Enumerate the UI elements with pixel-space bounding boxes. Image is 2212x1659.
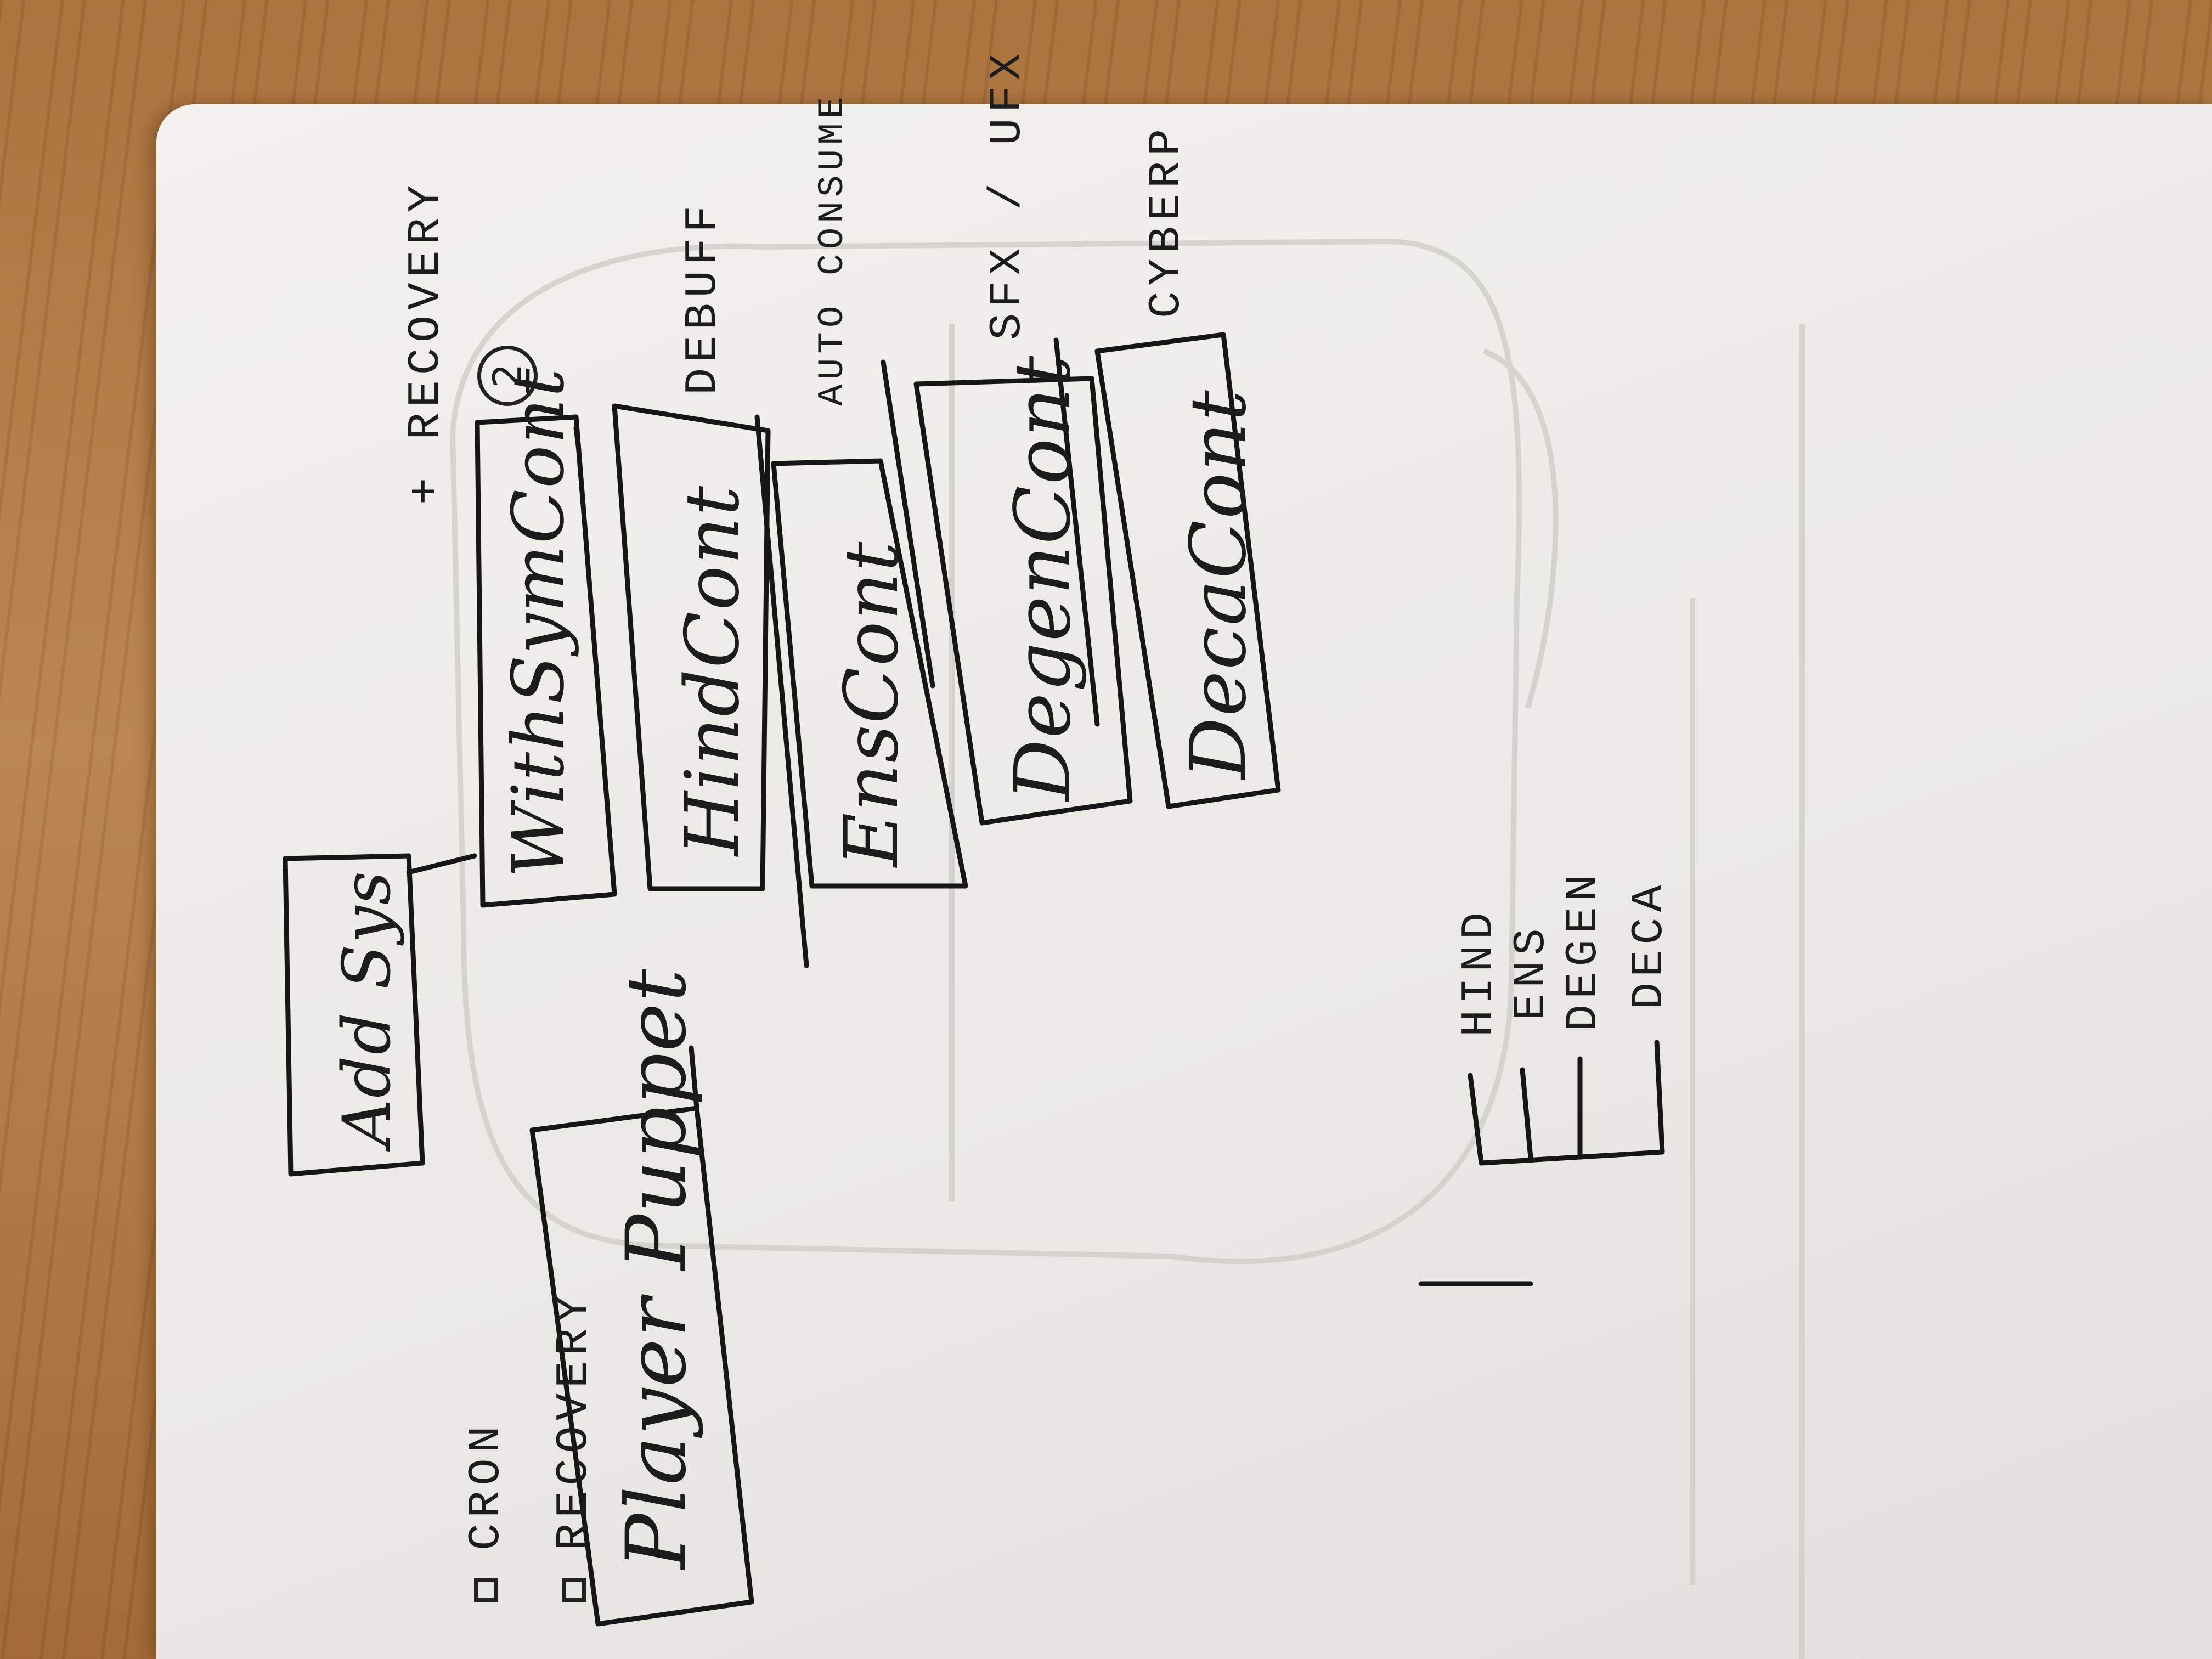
- cyberp-note: CYBERP: [1141, 123, 1192, 318]
- degencont-label: DegenCont: [998, 354, 1088, 801]
- withsymcont-label: WithSymCont: [496, 367, 580, 878]
- degencont-box: [913, 376, 1133, 826]
- branch-spine: [1479, 1149, 1665, 1166]
- checklist-item-cron: CRON: [461, 1420, 512, 1602]
- checkbox-icon: [562, 1578, 586, 1602]
- checklist-label: CRON: [461, 1420, 512, 1550]
- decacont-box: [1094, 332, 1281, 809]
- debuff-note: DEBUFF: [678, 200, 729, 395]
- branch-degen: DEGEN: [1558, 868, 1609, 1031]
- branch-hind: HIND: [1454, 907, 1505, 1037]
- checkbox-icon: [474, 1578, 499, 1602]
- sfx-ufx-note: SFX / UFX: [982, 48, 1033, 340]
- player-puppet-box: [529, 1105, 754, 1627]
- priority-badge: 2: [477, 346, 538, 406]
- player-puppet-label: Player Puppet: [609, 968, 704, 1569]
- hindcont-label: HindCont: [669, 484, 755, 856]
- checklist-label: RECOVERY: [549, 1290, 600, 1550]
- decacont-label: DecaCont: [1174, 389, 1263, 779]
- enscont-box: [771, 458, 968, 889]
- auto-consume-note: AUTO CONSUME: [812, 92, 853, 406]
- withsymcont-box: [475, 414, 617, 908]
- recovery-note: + RECOVERY: [400, 179, 452, 505]
- add-sys-box: [283, 853, 425, 1177]
- enscont-label: EnsCont: [828, 540, 915, 867]
- hindcont-box: [612, 403, 771, 891]
- add-sys-label: Add Sys: [329, 870, 405, 1147]
- branch-ens: ENS: [1506, 923, 1557, 1020]
- checklist-item-recovery: RECOVERY: [549, 1290, 600, 1602]
- branch-deca: DECA: [1624, 879, 1675, 1009]
